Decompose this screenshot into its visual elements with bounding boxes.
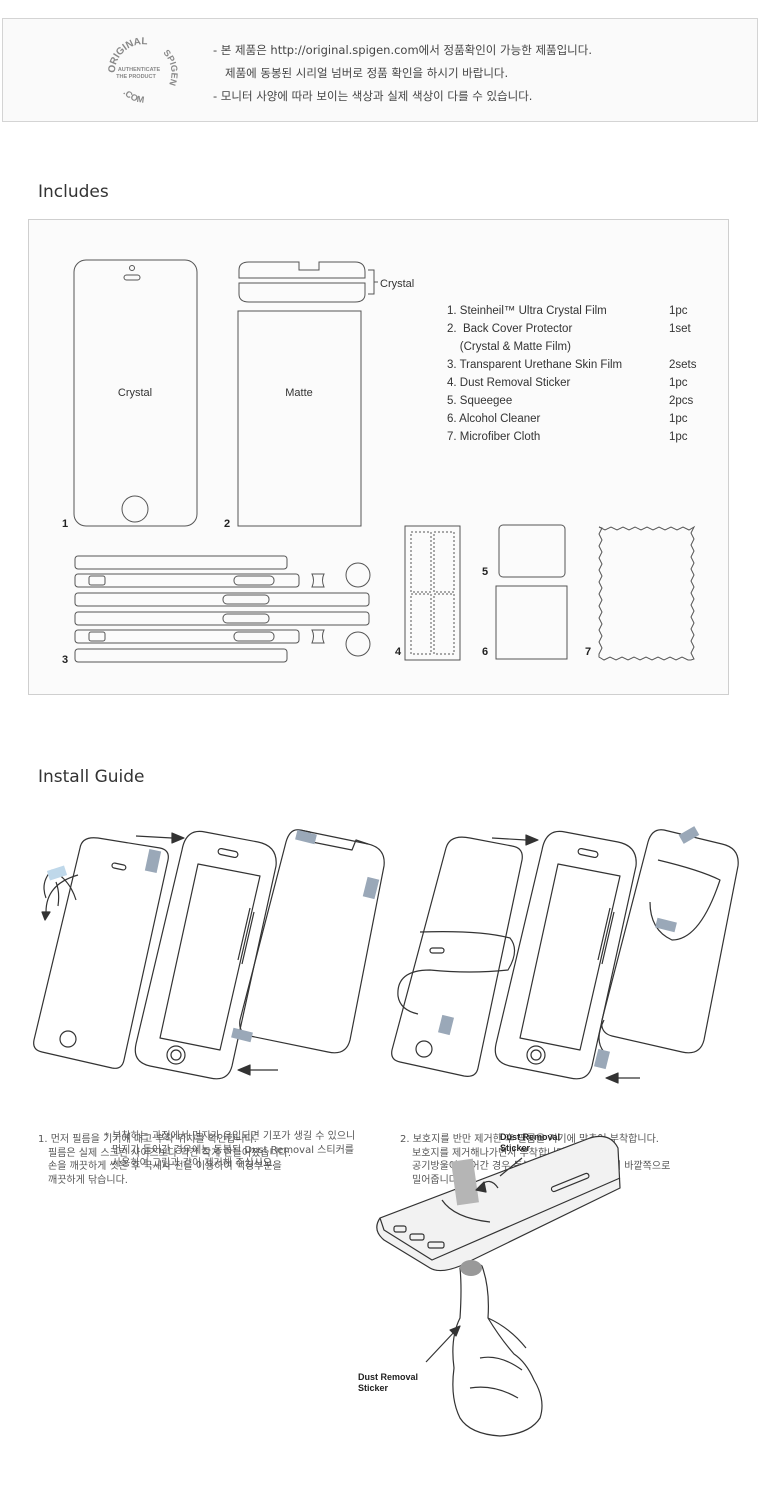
includes-item-name: 7. Microfiber Cloth — [447, 431, 541, 443]
skin-film-strips-icon — [74, 555, 371, 663]
item-number-2: 2 — [224, 518, 230, 530]
includes-item-name: (Crystal & Matte Film) — [447, 341, 571, 353]
notice-line-1: - 본 제품은 http://original.spigen.com에서 정품확… — [213, 43, 592, 57]
step1-line-2: 필름은 실제 스크린 사이즈보다 약간 작게 만들어졌습니다. — [48, 1147, 292, 1159]
dust-label-bottom-2: Sticker — [358, 1383, 389, 1393]
item-number-1: 1 — [62, 518, 68, 530]
item-number-5: 5 — [482, 566, 488, 578]
dust-label-top-2: Sticker — [500, 1143, 531, 1153]
step2-back-film-icon — [594, 826, 739, 1070]
svg-text:SPIGEN: SPIGEN — [162, 48, 180, 87]
includes-item-qty: 1pc — [669, 431, 688, 443]
dust-note-line-2: 먼지가 들어간 경우에는 동봉된 Dust Removal 스티커를 — [112, 1144, 354, 1156]
includes-item-name: 2. Back Cover Protector — [447, 323, 573, 335]
dust-bottom-pointer-icon — [425, 1329, 457, 1363]
step2-line-1: 2. 보호지를 반만 제거한 후 필름을 기기에 맞추어 부착합니다. — [400, 1134, 659, 1145]
includes-item-qty: 1pc — [669, 413, 688, 425]
dust-note-line-1: * 부착하는 과정에서 먼지가 유입되면 기포가 생길 수 있으니 — [104, 1131, 356, 1142]
includes-item-row: (Crystal & Matte Film) — [447, 338, 737, 356]
dust-removal-illustration: Dust Removal Sticker Dust Removal Sticke… — [358, 1132, 621, 1437]
seal-bottom-text: .COM — [121, 87, 144, 104]
includes-illustration: Crystal Matte Crystal 1 2 3 4 5 6 7 — [62, 259, 696, 666]
includes-item-name: 6. Alcohol Cleaner — [447, 413, 541, 425]
svg-text:.COM: .COM — [121, 87, 144, 104]
notice-text: - 본 제품은 http://original.spigen.com에서 정품확… — [213, 39, 592, 108]
step1-back-film-icon — [231, 829, 385, 1054]
includes-item-row: 7. Microfiber Cloth 1pc — [447, 428, 737, 446]
notice-box: ORIGINAL SPIGEN .COM AUTHENTICATE THE PR… — [2, 18, 758, 122]
matte-film-icon — [237, 310, 362, 527]
alcohol-cleaner-icon — [495, 585, 568, 660]
includes-item-name: 4. Dust Removal Sticker — [447, 377, 571, 389]
dust-removal-sticker-icon — [404, 525, 461, 661]
includes-box: Crystal Matte Crystal 1 2 3 4 5 6 7 1. S… — [28, 219, 729, 695]
microfiber-cloth-icon — [598, 525, 696, 661]
includes-item-name: 1. Steinheil™ Ultra Crystal Film — [447, 305, 607, 317]
squeegee-icon — [498, 524, 566, 578]
includes-item-row: 3. Transparent Urethane Skin Film 2sets — [447, 356, 737, 374]
notice-line-3: - 모니터 사양에 따라 보이는 색상과 실제 색상이 다를 수 있습니다. — [213, 89, 533, 103]
authenticity-seal-icon: ORIGINAL SPIGEN .COM AUTHENTICATE THE PR… — [107, 36, 180, 105]
step1-line-4: 깨끗하게 닦습니다. — [48, 1174, 128, 1186]
step1-phone-icon — [134, 830, 277, 1080]
seal-mid-text-1: AUTHENTICATE — [118, 67, 161, 73]
step1-line-3: 손을 깨끗하게 씻은 후 극세사 천을 이용하여 액정부분을 — [48, 1161, 282, 1172]
step1-line-1: 1. 먼저 필름을 기기에 대고 부착 위치를 확인합니다. — [38, 1134, 257, 1145]
dust-label-bottom-1: Dust Removal — [358, 1372, 418, 1382]
dust-note-text: * 부착하는 과정에서 먼지가 유입되면 기포가 생길 수 있으니 먼지가 들어… — [104, 1130, 355, 1171]
dust-note-line-3: 사용하여 그림과 같이 제거해 주십시오. — [112, 1158, 276, 1169]
includes-item-name: 3. Transparent Urethane Skin Film — [447, 359, 623, 371]
seal-right-text: SPIGEN — [162, 48, 180, 87]
rotate-arrow-icon — [45, 874, 79, 913]
dust-sticker-on-screen-icon — [451, 1158, 479, 1206]
item-number-6: 6 — [482, 646, 488, 658]
install-illustration — [33, 826, 739, 1084]
seal-mid-text-2: THE PRODUCT — [116, 74, 156, 80]
includes-item-qty: 2sets — [669, 359, 697, 371]
step1-text: 1. 먼저 필름을 기기에 대고 부착 위치를 확인합니다. 필름은 실제 스크… — [38, 1133, 291, 1187]
includes-item-qty: 1pc — [669, 305, 688, 317]
step2-phone-icon — [494, 830, 637, 1080]
includes-item-row: 6. Alcohol Cleaner 1pc — [447, 410, 737, 428]
notice-line-2: 제품에 동봉된 시리얼 넘버로 정품 확인을 하시기 바랍니다. — [225, 66, 509, 80]
item-number-4: 4 — [395, 646, 402, 658]
step2-line-2: 보호지를 제거해나가면서 부착합니다. — [412, 1147, 569, 1159]
matte-label: Matte — [285, 387, 313, 399]
dust-top-pointer-icon — [499, 1157, 523, 1177]
includes-title: Includes — [38, 182, 109, 202]
install-guide-title: Install Guide — [38, 767, 145, 787]
dust-label-top-1: Dust Removal — [500, 1132, 560, 1142]
includes-item-row: 4. Dust Removal Sticker 1pc — [447, 374, 737, 392]
includes-item-qty: 1set — [669, 323, 691, 335]
includes-item-qty: 2pcs — [669, 395, 694, 407]
item-number-7: 7 — [585, 646, 591, 658]
crystal-strips-icon — [238, 261, 378, 303]
includes-item-name: 5. Squeegee — [447, 395, 513, 407]
includes-item-row: 5. Squeegee 2pcs — [447, 392, 737, 410]
item-number-3: 3 — [62, 654, 68, 666]
step2-line-4: 밀어줍니다. — [412, 1174, 462, 1186]
crystal-front-label: Crystal — [118, 387, 152, 399]
crystal-film-icon — [73, 259, 198, 527]
includes-item-row: 2. Back Cover Protector 1set — [447, 320, 737, 338]
includes-item-list: 1. Steinheil™ Ultra Crystal Film 1pc 2. Ba… — [447, 302, 737, 446]
crystal-side-label: Crystal — [380, 278, 414, 290]
dust-phone-icon — [376, 1135, 621, 1272]
dust-hand-icon — [452, 1260, 543, 1437]
step2-film-icon — [391, 836, 523, 1077]
includes-item-qty: 1pc — [669, 377, 688, 389]
move-arrow-icon — [135, 835, 173, 839]
includes-item-row: 1. Steinheil™ Ultra Crystal Film 1pc — [447, 302, 737, 320]
rotate-arrowhead-icon — [41, 911, 51, 921]
